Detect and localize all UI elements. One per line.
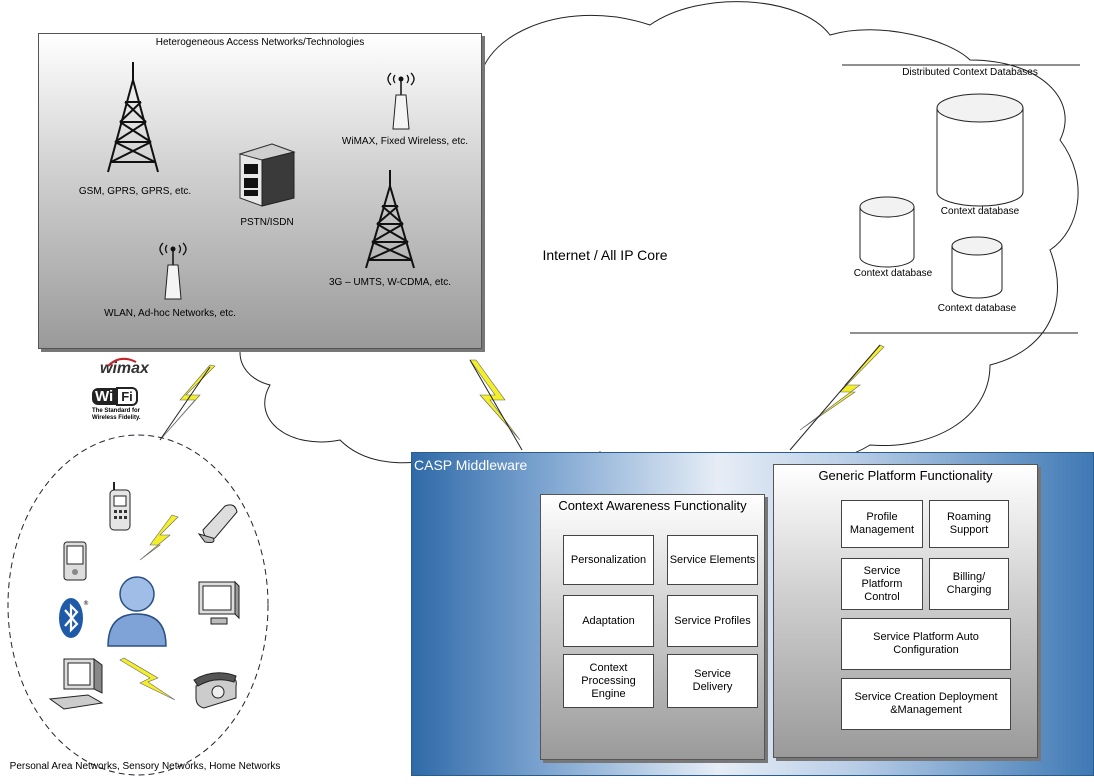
billing-charging-box: Billing/ Charging bbox=[929, 558, 1009, 610]
adaptation-box: Adaptation bbox=[563, 595, 654, 647]
monitor-icon bbox=[198, 580, 240, 625]
pstn-label: PSTN/ISDN bbox=[240, 217, 294, 228]
core-label: Internet / All IP Core bbox=[542, 247, 668, 263]
database-label-1: Context database bbox=[940, 206, 1020, 217]
pan-label: Personal Area Networks, Sensory Networks… bbox=[9, 761, 281, 772]
roaming-support-box: Roaming Support bbox=[929, 500, 1009, 548]
wimax-antenna-icon bbox=[387, 72, 415, 130]
service-profiles-box: Service Profiles bbox=[667, 595, 758, 647]
wifi-tagline-1: The Standard for bbox=[92, 408, 141, 414]
generic-platform-title: Generic Platform Functionality bbox=[818, 468, 993, 483]
mobile-phone-icon bbox=[109, 482, 131, 531]
pstn-switch-icon bbox=[238, 143, 296, 207]
gsm-label: GSM, GPRS, GPRS, etc. bbox=[78, 186, 192, 197]
user-icon bbox=[107, 576, 167, 647]
wifi-wi: Wi bbox=[92, 388, 117, 405]
wimax-label: WiMAX, Fixed Wireless, etc. bbox=[341, 136, 469, 147]
context-processing-engine-box: Context Processing Engine bbox=[563, 654, 654, 708]
wimax-wordmark: wimax bbox=[100, 360, 149, 377]
personalization-box: Personalization bbox=[563, 535, 654, 585]
svg-text:®: ® bbox=[83, 600, 89, 607]
pda-icon bbox=[63, 541, 87, 581]
database-label-2: Context database bbox=[853, 268, 933, 279]
umts-label: 3G – UMTS, W-CDMA, etc. bbox=[328, 277, 452, 288]
database-icon-left bbox=[859, 196, 915, 268]
desktop-computer-icon bbox=[48, 658, 104, 710]
service-platform-control-box: Service Platform Control bbox=[841, 558, 923, 610]
umts-tower-icon bbox=[365, 170, 415, 269]
context-awareness-title: Context Awareness Functionality bbox=[558, 498, 747, 513]
access-networks-title: Heterogeneous Access Networks/Technologi… bbox=[155, 37, 365, 48]
casp-title: CASP Middleware bbox=[414, 457, 528, 473]
wifi-fi: Fi bbox=[116, 387, 138, 406]
flip-phone-icon bbox=[197, 504, 238, 543]
wifi-tagline-2: Wireless Fidelity. bbox=[92, 415, 141, 421]
database-label-3: Context database bbox=[937, 303, 1017, 314]
service-elements-box: Service Elements bbox=[667, 535, 758, 585]
service-delivery-box: Service Delivery bbox=[667, 654, 758, 708]
profile-management-box: Profile Management bbox=[841, 500, 923, 548]
internet-cloud bbox=[239, 1, 1079, 467]
database-icon-large bbox=[936, 93, 1024, 207]
wlan-label: WLAN, Ad-hoc Networks, etc. bbox=[104, 308, 236, 319]
service-creation-box: Service Creation Deployment &Management bbox=[841, 678, 1011, 730]
service-platform-auto-config-box: Service Platform Auto Configuration bbox=[841, 618, 1011, 670]
database-icon-right bbox=[951, 236, 1003, 299]
gsm-tower-icon bbox=[107, 62, 159, 173]
wlan-antenna-icon bbox=[159, 242, 187, 300]
wimax-wave-icon bbox=[107, 357, 137, 367]
databases-title: Distributed Context Databases bbox=[902, 67, 1038, 78]
wimax-logo: wimax bbox=[100, 357, 149, 378]
bluetooth-icon: ® bbox=[59, 598, 89, 638]
telephone-icon bbox=[193, 672, 237, 709]
lightning-icon bbox=[119, 344, 885, 701]
